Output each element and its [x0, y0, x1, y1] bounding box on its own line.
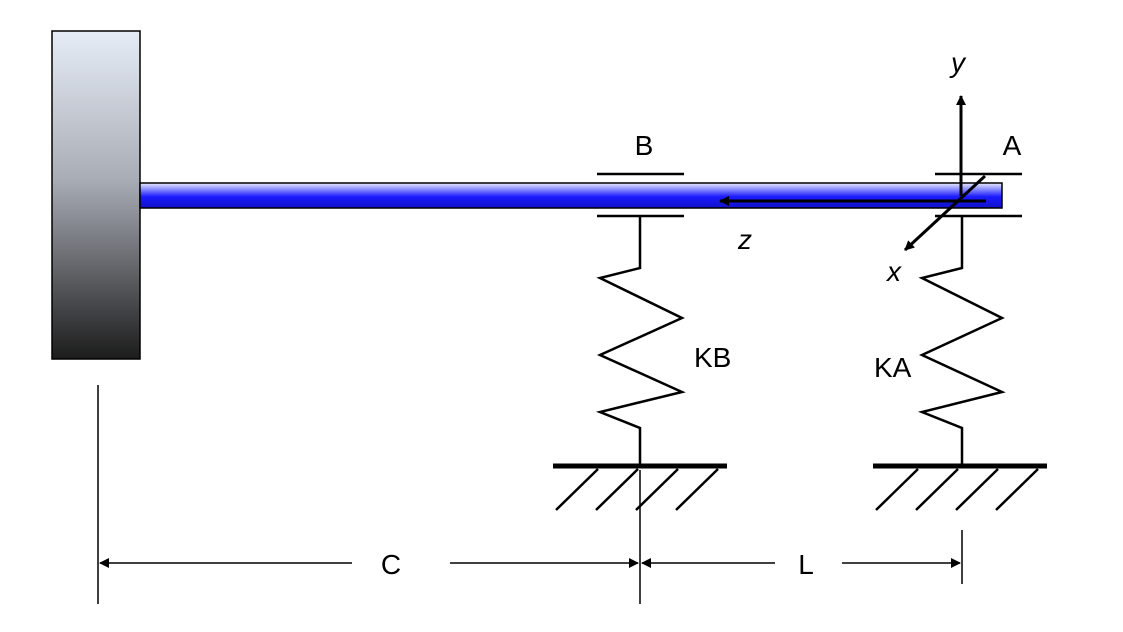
fixed-wall — [51, 30, 141, 360]
label-spring-b: KB — [694, 342, 731, 373]
dimension-extension-lines — [97, 385, 963, 604]
label-point-b: B — [635, 130, 654, 161]
ground-a — [873, 463, 1047, 511]
bearing-a — [935, 172, 1022, 218]
shaft — [139, 182, 1003, 209]
axis-x-arrow — [903, 174, 987, 252]
label-dim-c: C — [381, 549, 401, 580]
label-axis-z: z — [737, 224, 752, 255]
ground-b — [553, 463, 727, 511]
spring-a — [917, 216, 1006, 465]
label-axis-x: x — [885, 256, 902, 287]
label-axis-y: y — [949, 47, 967, 78]
label-spring-a: KA — [874, 352, 912, 383]
spring-b — [595, 216, 686, 465]
label-point-a: A — [1003, 130, 1022, 161]
label-dim-l: L — [798, 549, 814, 580]
